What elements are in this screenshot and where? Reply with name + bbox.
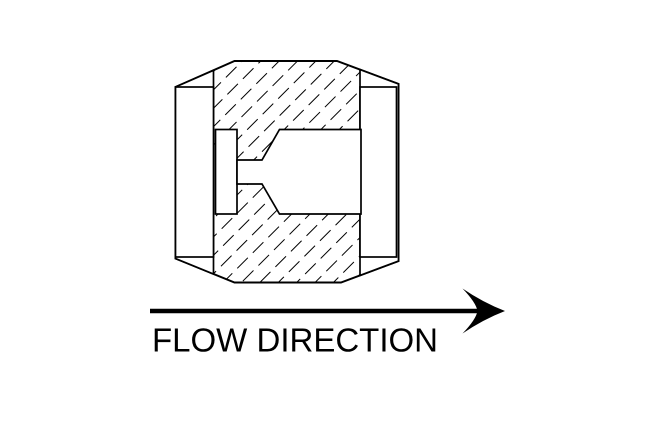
flow-arrow bbox=[150, 288, 505, 334]
fitting-cross-section bbox=[174, 60, 400, 284]
right-port-outline bbox=[359, 86, 398, 258]
inlet-bore bbox=[214, 128, 238, 215]
flow-direction-label: FLOW DIRECTION bbox=[152, 322, 438, 359]
orifice-bore-profile bbox=[236, 128, 362, 215]
left-port-outline bbox=[174, 86, 215, 258]
flow-arrow-head-icon bbox=[462, 288, 505, 334]
